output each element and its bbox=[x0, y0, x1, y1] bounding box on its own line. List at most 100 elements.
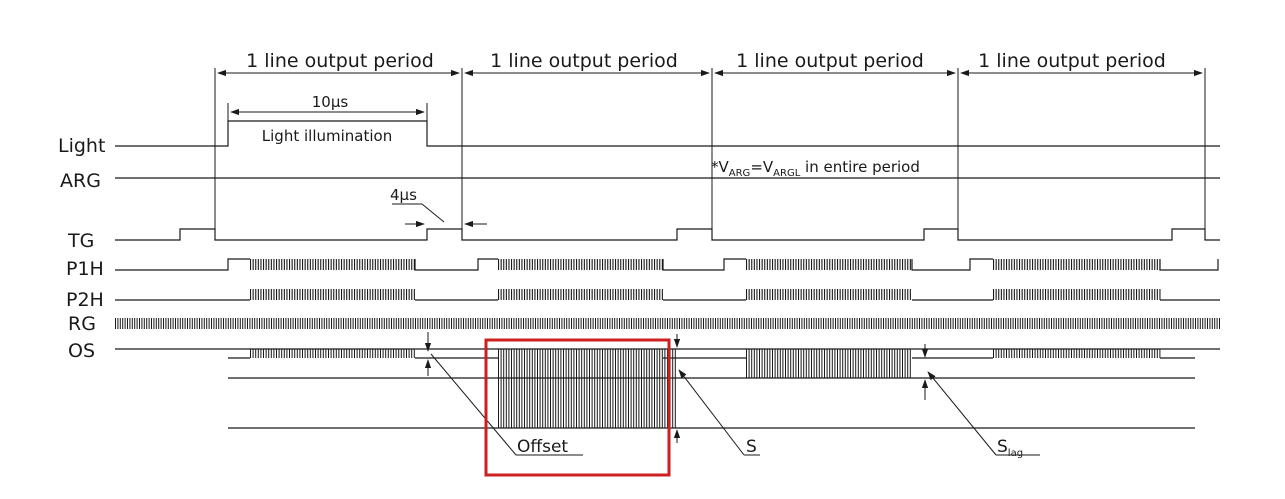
p2h-pulse bbox=[1094, 289, 1096, 300]
p2h-pulse bbox=[633, 289, 635, 300]
p2h-pulse bbox=[847, 289, 849, 300]
rg-pulse bbox=[803, 318, 805, 329]
rg-pulse bbox=[727, 318, 728, 329]
os-pulse bbox=[542, 349, 544, 428]
rg-pulse bbox=[683, 318, 685, 329]
period-label-2: 1 line output period bbox=[490, 50, 678, 72]
rg-pulse bbox=[1187, 318, 1189, 329]
p2h-pulse bbox=[356, 289, 358, 300]
rg-pulse bbox=[386, 318, 388, 329]
p2h-pulse bbox=[824, 289, 826, 300]
p1h-pulse bbox=[628, 259, 630, 270]
os-pulse bbox=[403, 349, 405, 358]
p2h-pulse bbox=[1112, 289, 1114, 300]
p1h-pulse bbox=[330, 259, 332, 270]
rg-pulse bbox=[609, 318, 611, 329]
period-label-4: 1 line output period bbox=[978, 50, 1166, 72]
rg-pulse bbox=[525, 318, 527, 329]
p2h-pulse bbox=[369, 289, 371, 300]
p2h-pulse bbox=[792, 289, 794, 300]
rg-pulse bbox=[955, 318, 956, 329]
p2h-pulse bbox=[995, 289, 997, 300]
p2h-pulse bbox=[1052, 289, 1054, 300]
p1h-pulse bbox=[589, 259, 591, 270]
p2h-pulse bbox=[751, 289, 753, 300]
p2h-pulse bbox=[539, 289, 541, 300]
rg-pulse bbox=[775, 318, 776, 329]
rg-pulse bbox=[235, 318, 236, 329]
p1h-pulse bbox=[281, 259, 283, 270]
os-pulse bbox=[411, 349, 413, 358]
rg-pulse bbox=[475, 318, 476, 329]
os-pulse bbox=[633, 349, 635, 428]
p2h-pulse bbox=[573, 289, 575, 300]
p1h-pulse bbox=[661, 259, 663, 270]
rg-pulse bbox=[866, 318, 868, 329]
p2h-pulse bbox=[602, 289, 604, 300]
os-pulse bbox=[307, 349, 309, 358]
rg-pulse bbox=[537, 318, 539, 329]
os-pulse bbox=[993, 349, 994, 358]
rg-pulse bbox=[136, 318, 138, 329]
rg-pulse bbox=[1197, 318, 1199, 329]
p1h-pulse bbox=[1039, 259, 1041, 270]
p1h-pulse bbox=[578, 259, 580, 270]
p2h-pulse bbox=[273, 289, 275, 300]
p1h-pulse bbox=[873, 259, 875, 270]
rg-pulse bbox=[283, 318, 284, 329]
p1h-pulse bbox=[309, 259, 311, 270]
rg-pulse bbox=[482, 318, 484, 329]
os-pulse bbox=[1138, 349, 1140, 358]
p2h-pulse bbox=[1011, 289, 1013, 300]
p2h-pulse bbox=[889, 289, 891, 300]
p1h-pulse bbox=[278, 259, 280, 270]
os-pulse bbox=[643, 349, 645, 428]
p1h-pulse bbox=[852, 259, 854, 270]
os-pulse bbox=[902, 349, 903, 378]
p2h-pulse bbox=[604, 289, 606, 300]
p1h-pulse bbox=[411, 259, 413, 270]
p1h-pulse bbox=[995, 259, 997, 270]
p1h-pulse bbox=[570, 259, 572, 270]
os-pulse bbox=[335, 349, 337, 358]
p1h-pulse bbox=[550, 259, 552, 270]
os-pulse bbox=[565, 349, 567, 428]
rg-pulse bbox=[981, 318, 983, 329]
rg-pulse bbox=[391, 318, 392, 329]
os-pulse bbox=[529, 349, 531, 428]
rg-pulse bbox=[1075, 318, 1076, 329]
p2h-pulse bbox=[555, 289, 557, 300]
p1h-pulse bbox=[1052, 259, 1054, 270]
rg-pulse bbox=[549, 318, 551, 329]
os-pulse bbox=[855, 349, 857, 378]
p2h-pulse bbox=[281, 289, 283, 300]
p2h-pulse bbox=[354, 289, 356, 300]
p2h-pulse bbox=[521, 289, 523, 300]
os-pulse bbox=[552, 349, 554, 428]
rg-pulse bbox=[191, 318, 193, 329]
p2h-pulse bbox=[1032, 289, 1034, 300]
rg-pulse bbox=[1108, 318, 1110, 329]
rg-pulse bbox=[259, 318, 260, 329]
p2h-pulse bbox=[1013, 289, 1015, 300]
rg-pulse bbox=[563, 318, 565, 329]
rg-pulse bbox=[376, 318, 378, 329]
p2h-pulse bbox=[411, 289, 413, 300]
p2h-pulse bbox=[1065, 289, 1067, 300]
os-pulse bbox=[408, 349, 410, 358]
p2h-pulse bbox=[1104, 289, 1106, 300]
p2h-pulse bbox=[552, 289, 554, 300]
p2h-pulse bbox=[296, 289, 298, 300]
rg-pulse bbox=[172, 318, 174, 329]
p1h-pulse bbox=[406, 259, 408, 270]
p1h-pulse bbox=[369, 259, 371, 270]
rg-pulse bbox=[1175, 318, 1177, 329]
rg-pulse bbox=[127, 318, 128, 329]
p1h-pulse bbox=[586, 259, 588, 270]
os-pulse bbox=[857, 349, 859, 378]
rg-pulse bbox=[897, 318, 899, 329]
rg-pulse bbox=[532, 318, 534, 329]
p2h-pulse bbox=[526, 289, 528, 300]
p1h-pulse bbox=[868, 259, 870, 270]
